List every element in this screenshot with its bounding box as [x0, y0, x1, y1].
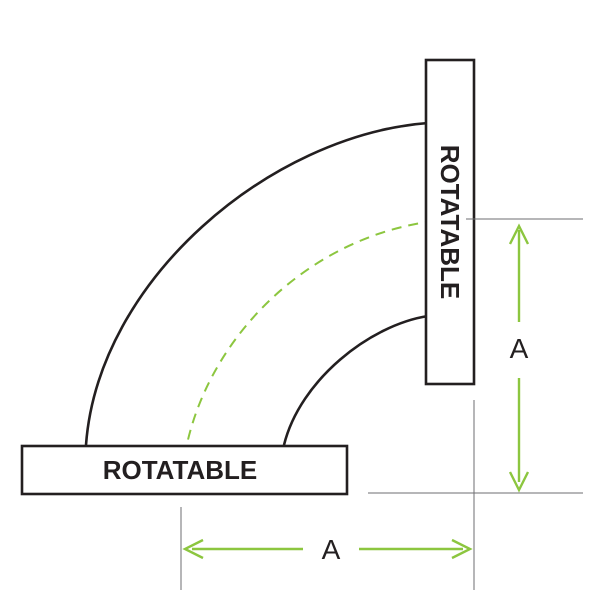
elbow-outer-arc — [84, 121, 429, 446]
arrow-left-icon — [182, 538, 204, 560]
arrow-right-icon — [451, 538, 473, 560]
flange-right-body — [424, 58, 476, 386]
dimension-vertical-label: A — [510, 333, 529, 364]
dimension-horizontal-label: A — [322, 534, 341, 565]
flange-bottom-body — [20, 444, 349, 496]
dimension-vertical: A — [508, 223, 530, 493]
dimension-horizontal: A — [182, 534, 473, 565]
flange-right-label: ROTATABLE — [435, 145, 465, 300]
arrow-down-icon — [508, 471, 530, 493]
elbow-centerline — [180, 218, 467, 491]
flange-bottom-label: ROTATABLE — [103, 455, 258, 485]
flange-bottom: ROTATABLE — [20, 444, 349, 496]
flange-right: ROTATABLE — [424, 58, 476, 386]
arrow-up-icon — [508, 223, 530, 245]
elbow-inner-arc — [282, 314, 429, 446]
